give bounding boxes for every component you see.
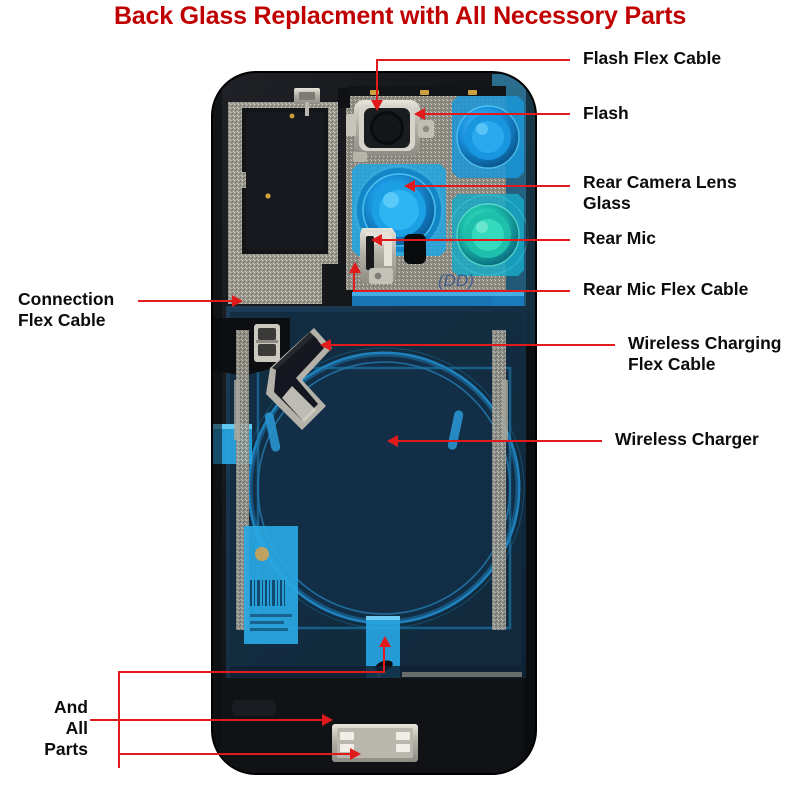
leader-flash [424,113,570,115]
leader-rear-camera-lens-glass [414,185,570,187]
arrowhead-all-parts-3 [350,748,361,760]
callout-label-and-all-parts: And All Parts [44,697,88,759]
leader-wireless-charging-flex-cable [330,344,615,346]
arrowhead-rear-mic [371,234,382,246]
leader-flash-flex-cable-h [376,59,570,61]
arrowhead-wireless-charging-flex-cable [320,339,331,351]
leader-rear-mic-flex-cable-v [353,271,355,292]
leader-all-parts-branch-1-h [118,671,385,673]
arrowhead-all-parts-2 [322,714,333,726]
leader-rear-mic [381,239,570,241]
arrowhead-rear-mic-flex-cable [349,262,361,273]
leader-connection-flex-cable [138,300,234,302]
callout-label-flash: Flash [583,103,629,123]
callout-label-rear-mic-flex-cable: Rear Mic Flex Cable [583,279,749,299]
phone-back-assembly-image: (DD) [206,68,538,778]
callout-label-wireless-charging-flex-cable: Wireless Charging Flex Cable [628,333,782,374]
callout-label-rear-camera-lens-glass: Rear Camera Lens Glass [583,172,737,213]
svg-text:(DD): (DD) [438,271,474,290]
arrowhead-connection-flex-cable [232,295,243,307]
callout-label-connection-flex-cable: Connection Flex Cable [18,289,115,330]
callout-label-rear-mic: Rear Mic [583,228,656,248]
leader-all-parts-branch-3-h [118,753,352,755]
leader-all-parts-branch-1-v [383,645,385,673]
arrowhead-all-parts-1 [379,636,391,647]
leader-all-parts-stem [90,719,120,721]
leader-rear-mic-flex-cable-h [353,290,570,292]
arrowhead-wireless-charger [387,435,398,447]
page-title: Back Glass Replacment with All Necessory… [113,2,687,30]
leader-flash-flex-cable-v [376,59,378,102]
leader-all-parts-branch-2-h [118,719,324,721]
arrowhead-flash-flex-cable [371,100,383,111]
callout-label-flash-flex-cable: Flash Flex Cable [583,48,722,68]
arrowhead-rear-camera-lens-glass [404,180,415,192]
callout-label-wireless-charger: Wireless Charger [615,429,759,449]
leader-wireless-charger [397,440,602,442]
arrowhead-flash [414,108,425,120]
